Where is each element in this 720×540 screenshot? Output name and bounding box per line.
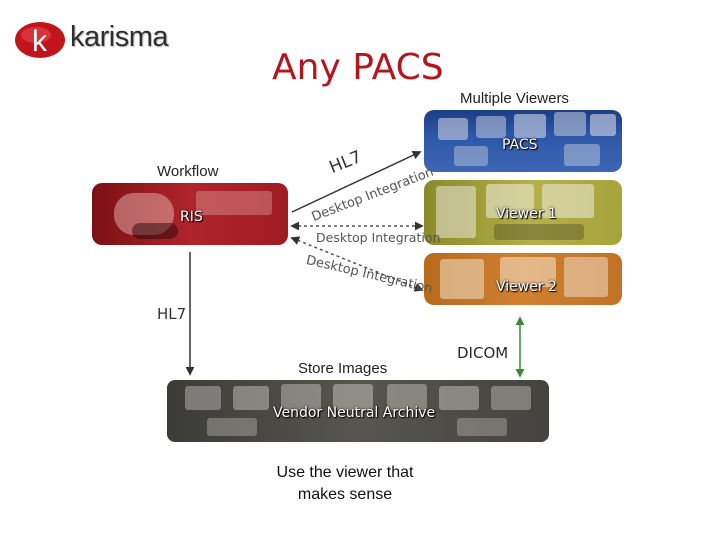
viewer1-label: Viewer 1 (496, 206, 557, 222)
viewer1-panel: Viewer 1 (424, 180, 622, 245)
caption-line-1: Use the viewer that (276, 464, 414, 481)
ris-label: RIS (180, 209, 203, 225)
viewer2-label: Viewer 2 (496, 279, 557, 295)
store-images-label: Store Images (298, 360, 388, 377)
pacs-label: PACS (502, 137, 538, 153)
desktop-integration-label-2: Desktop Integration (316, 230, 441, 245)
slide-title: Any PACS (272, 47, 444, 88)
karisma-logo: k karisma (14, 20, 189, 62)
pacs-panel: PACS (424, 110, 622, 172)
multiple-viewers-label: Multiple Viewers (460, 90, 569, 107)
desktop-integration-arrow-2 (290, 236, 424, 292)
hl7-arrow-top (291, 150, 422, 213)
logo-name: karisma (70, 21, 169, 53)
dicom-label: DICOM (457, 344, 509, 362)
vna-panel: Vendor Neutral Archive (167, 380, 549, 442)
karisma-logo-mark: k (15, 22, 65, 58)
logo-letter: k (32, 25, 48, 58)
caption: Use the viewer that makes sense (255, 462, 435, 506)
ris-panel: RIS (92, 183, 288, 245)
workflow-label: Workflow (157, 163, 219, 180)
vna-label: Vendor Neutral Archive (273, 405, 436, 421)
viewer2-panel: Viewer 2 (424, 253, 622, 305)
hl7-left-label: HL7 (157, 305, 187, 323)
caption-line-2: makes sense (297, 486, 393, 503)
